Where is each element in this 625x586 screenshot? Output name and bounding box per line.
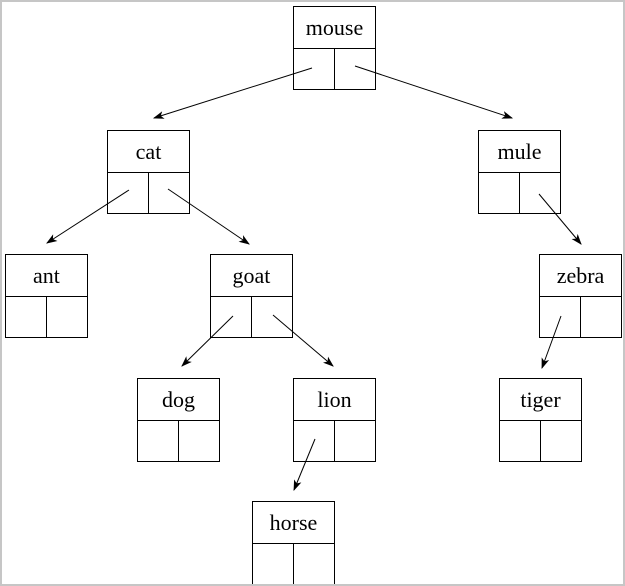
pointer-cells [108, 173, 189, 213]
right-pointer-cell [541, 421, 581, 461]
tree-node-lion: lion [293, 378, 376, 462]
left-pointer-cell [108, 173, 149, 213]
right-pointer-cell [47, 297, 87, 337]
node-label: tiger [500, 379, 581, 421]
pointer-cells [540, 297, 621, 337]
tree-node-dog: dog [137, 378, 220, 462]
pointer-cells [294, 49, 375, 89]
node-label: horse [253, 502, 334, 544]
right-pointer-cell [335, 49, 375, 89]
tree-node-zebra: zebra [539, 254, 622, 338]
right-pointer-cell [520, 173, 560, 213]
pointer-cells [211, 297, 292, 337]
tree-node-mule: mule [478, 130, 561, 214]
pointer-cells [294, 421, 375, 461]
pointer-cells [138, 421, 219, 461]
right-pointer-cell [294, 544, 334, 584]
left-pointer-cell [6, 297, 47, 337]
pointer-cells [500, 421, 581, 461]
node-label: cat [108, 131, 189, 173]
pointer-cells [6, 297, 87, 337]
node-label: lion [294, 379, 375, 421]
right-pointer-cell [149, 173, 189, 213]
tree-node-mouse: mouse [293, 6, 376, 90]
edge-mouse-right-to-mule [354, 65, 514, 119]
tree-node-cat: cat [107, 130, 190, 214]
left-pointer-cell [138, 421, 179, 461]
left-pointer-cell [500, 421, 541, 461]
left-pointer-cell [253, 544, 294, 584]
left-pointer-cell [294, 421, 335, 461]
node-label: mule [479, 131, 560, 173]
node-label: ant [6, 255, 87, 297]
node-label: dog [138, 379, 219, 421]
right-pointer-cell [581, 297, 621, 337]
left-pointer-cell [294, 49, 335, 89]
node-label: zebra [540, 255, 621, 297]
edge-mouse-left-to-cat [152, 67, 313, 119]
tree-node-goat: goat [210, 254, 293, 338]
right-pointer-cell [252, 297, 292, 337]
right-pointer-cell [335, 421, 375, 461]
left-pointer-cell [211, 297, 252, 337]
right-pointer-cell [179, 421, 219, 461]
pointer-cells [253, 544, 334, 584]
tree-node-horse: horse [252, 501, 335, 584]
pointer-cells [479, 173, 560, 213]
left-pointer-cell [540, 297, 581, 337]
node-label: mouse [294, 7, 375, 49]
node-label: goat [211, 255, 292, 297]
tree-node-ant: ant [5, 254, 88, 338]
tree-node-tiger: tiger [499, 378, 582, 462]
left-pointer-cell [479, 173, 520, 213]
